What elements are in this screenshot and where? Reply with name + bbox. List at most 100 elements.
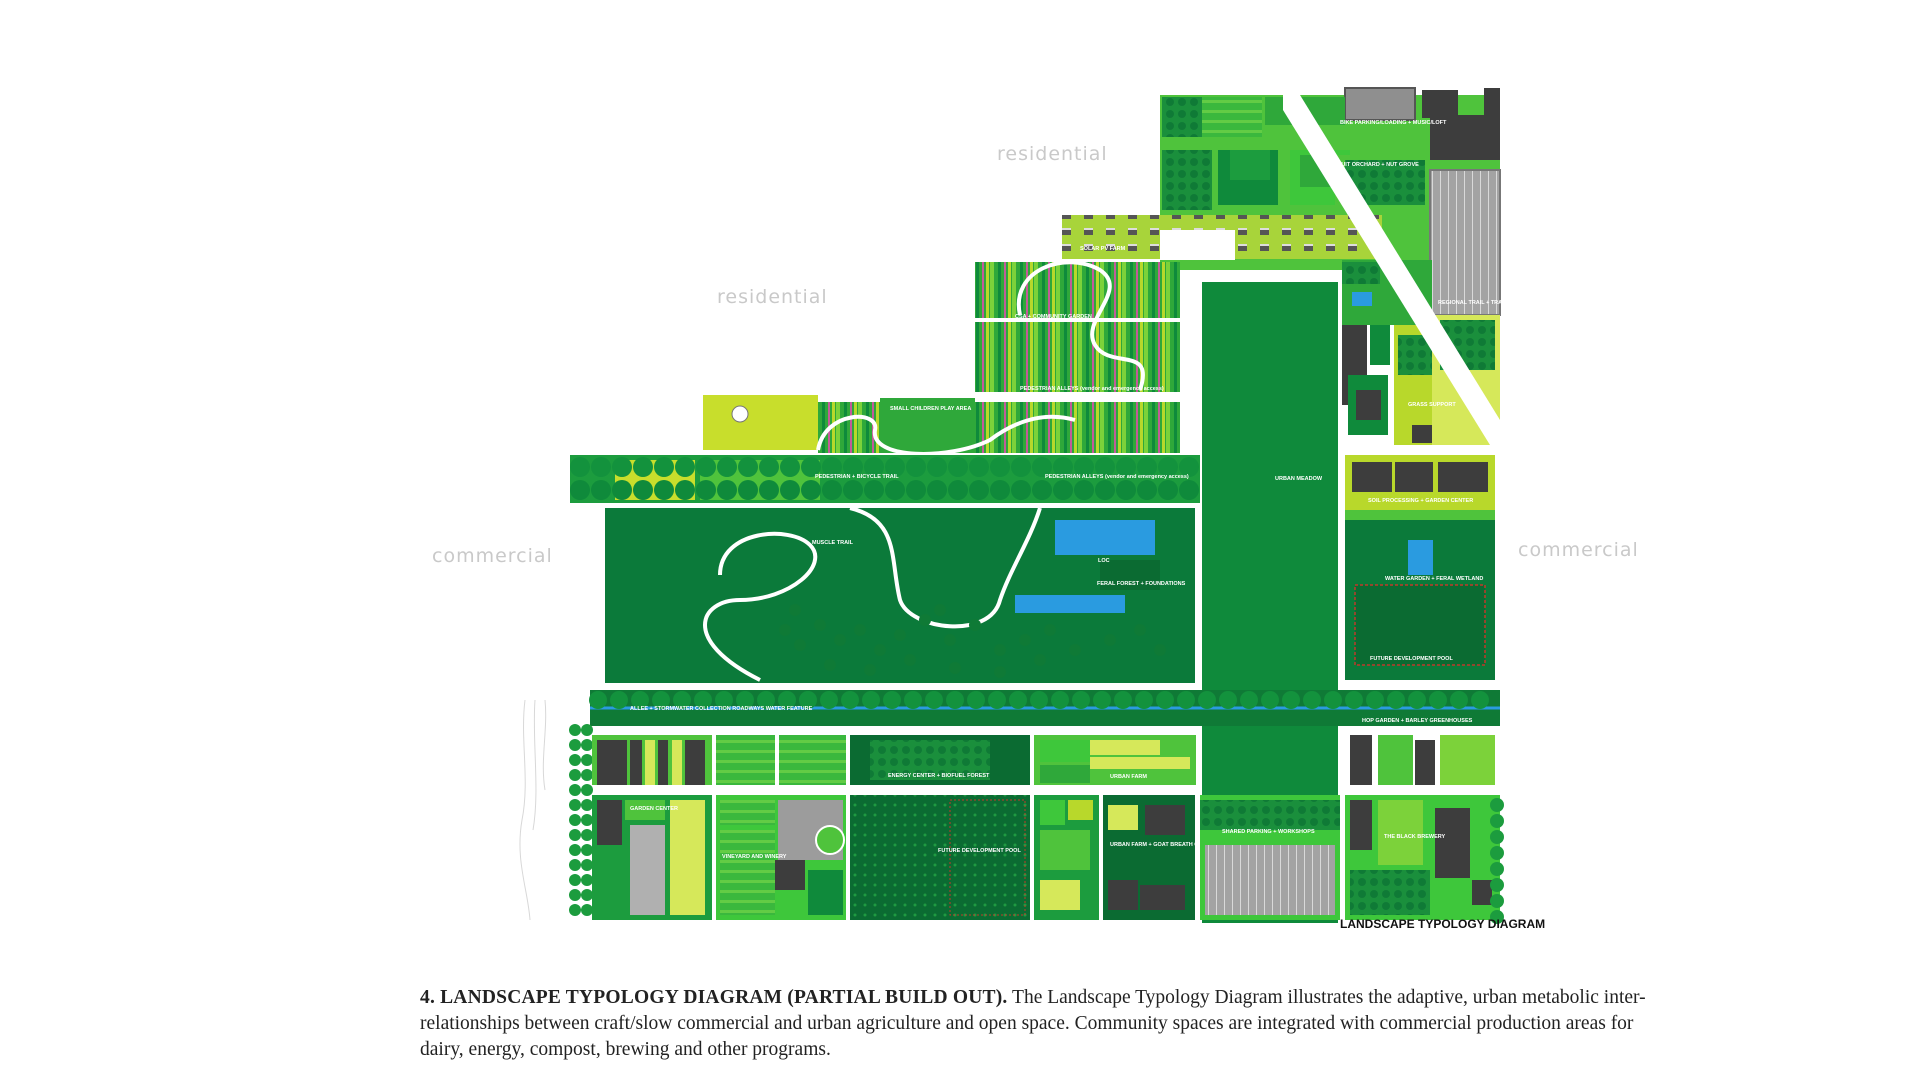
tree-canopy bbox=[1114, 691, 1132, 709]
tree-canopy bbox=[569, 784, 581, 796]
tree-canopy bbox=[581, 814, 593, 826]
tree-canopy bbox=[1490, 830, 1504, 844]
tree-canopy bbox=[874, 644, 886, 656]
tree-canopy bbox=[948, 457, 968, 477]
water-garden: WATER GARDEN + FERAL WETLAND FUTURE DEVE… bbox=[1345, 520, 1495, 680]
tree-canopy bbox=[1198, 691, 1216, 709]
context-label-residential-left: residential bbox=[717, 286, 828, 308]
tree-canopy bbox=[736, 691, 754, 709]
tree-canopy bbox=[1158, 457, 1178, 477]
tree-canopy bbox=[1387, 691, 1405, 709]
zone-label-soil-processing: SOIL PROCESSING + GARDEN CENTER bbox=[1368, 498, 1473, 504]
solar-pv-farm: SOLAR PV FARM bbox=[1062, 215, 1382, 260]
tree-canopy bbox=[1179, 480, 1199, 500]
tree-canopy bbox=[946, 691, 964, 709]
tree-canopy bbox=[569, 739, 581, 751]
tree-canopy bbox=[843, 457, 863, 477]
tree-canopy bbox=[789, 604, 801, 616]
tree-canopy bbox=[569, 859, 581, 871]
tree-canopy bbox=[581, 754, 593, 766]
tree-canopy bbox=[894, 629, 906, 641]
tree-canopy bbox=[801, 457, 821, 477]
tree-canopy bbox=[824, 659, 836, 671]
tree-canopy bbox=[1135, 691, 1153, 709]
tree-canopy bbox=[652, 691, 670, 709]
tree-canopy bbox=[1177, 691, 1195, 709]
tree-canopy bbox=[927, 480, 947, 500]
tree-canopy bbox=[654, 457, 674, 477]
zone-label-urban-farm-goat: URBAN FARM + GOAT BREATH CREAMERY bbox=[1110, 842, 1226, 848]
tree-canopy bbox=[696, 480, 716, 500]
caption-body: The Landscape Typology Diagram illustrat… bbox=[420, 987, 1646, 1060]
zone-label-feral-forest: FERAL FOREST + FOUNDATIONS bbox=[1097, 581, 1186, 587]
tree-canopy bbox=[1032, 480, 1052, 500]
tree-canopy bbox=[1154, 644, 1166, 656]
context-label-commercial-right: commercial bbox=[1518, 539, 1639, 561]
tree-canopy bbox=[1053, 480, 1073, 500]
tree-canopy bbox=[1490, 798, 1504, 812]
tree-canopy bbox=[1034, 654, 1046, 666]
tree-canopy bbox=[1051, 691, 1069, 709]
tree-canopy bbox=[569, 754, 581, 766]
tree-canopy bbox=[694, 691, 712, 709]
tree-canopy bbox=[1324, 691, 1342, 709]
csa-community-garden: CSA + COMMUNITY GARDEN bbox=[975, 260, 1180, 392]
tree-canopy bbox=[612, 480, 632, 500]
zone-label-fruit-orchard: FRUIT ORCHARD + NUT GROVE bbox=[1334, 162, 1419, 168]
tree-canopy bbox=[1069, 644, 1081, 656]
tree-canopy bbox=[948, 480, 968, 500]
tree-canopy bbox=[1179, 457, 1199, 477]
zone-label-pedestrian-alleys-upper: PEDESTRIAN ALLEYS (vendor and emergency … bbox=[1020, 386, 1164, 392]
tree-canopy bbox=[1366, 691, 1384, 709]
right-tree-column bbox=[1490, 798, 1504, 924]
tree-canopy bbox=[862, 691, 880, 709]
tree-canopy bbox=[696, 457, 716, 477]
tree-canopy bbox=[967, 691, 985, 709]
zone-label-future-dev: FUTURE DEVELOPMENT POOL bbox=[938, 848, 1021, 854]
tree-canopy bbox=[988, 691, 1006, 709]
tree-canopy bbox=[969, 480, 989, 500]
context-label-commercial-left: commercial bbox=[432, 545, 553, 567]
tree-canopy bbox=[799, 691, 817, 709]
tree-canopy bbox=[885, 480, 905, 500]
tree-canopy bbox=[1009, 691, 1027, 709]
tree-canopy bbox=[612, 457, 632, 477]
tree-canopy bbox=[569, 724, 581, 736]
tree-canopy bbox=[1032, 457, 1052, 477]
tree-canopy bbox=[581, 859, 593, 871]
tree-canopy bbox=[675, 480, 695, 500]
tree-canopy bbox=[1490, 846, 1504, 860]
left-tree-column bbox=[569, 724, 593, 916]
feral-forest-zone: MUSCLE TRAIL LOC FERAL FOREST + FOUNDATI… bbox=[605, 506, 1195, 683]
tree-canopy bbox=[778, 691, 796, 709]
tree-canopy bbox=[633, 480, 653, 500]
tree-line-upper: PEDESTRIAN + BICYCLE TRAIL PEDESTRIAN AL… bbox=[570, 455, 1200, 503]
tree-canopy bbox=[864, 664, 876, 676]
tree-canopy bbox=[1011, 480, 1031, 500]
tree-canopy bbox=[919, 614, 931, 626]
tree-canopy bbox=[675, 457, 695, 477]
tree-canopy bbox=[1158, 480, 1178, 500]
soil-processing: SOIL PROCESSING + GARDEN CENTER bbox=[1345, 455, 1495, 522]
tree-canopy bbox=[654, 480, 674, 500]
tree-canopy bbox=[822, 480, 842, 500]
tree-canopy bbox=[581, 829, 593, 841]
zone-label-hop-garden: HOP GARDEN + BARLEY GREENHOUSES bbox=[1362, 718, 1473, 724]
tree-canopy bbox=[569, 814, 581, 826]
tree-canopy bbox=[1095, 457, 1115, 477]
zone-label-pedestrian-trail: PEDESTRIAN + BICYCLE TRAIL bbox=[815, 474, 899, 480]
tree-canopy bbox=[569, 829, 581, 841]
tree-canopy bbox=[1345, 691, 1363, 709]
tree-canopy bbox=[927, 457, 947, 477]
tree-canopy bbox=[822, 457, 842, 477]
tree-canopy bbox=[569, 799, 581, 811]
tree-canopy bbox=[570, 480, 590, 500]
tree-canopy bbox=[843, 480, 863, 500]
tree-canopy bbox=[906, 457, 926, 477]
tree-canopy bbox=[759, 457, 779, 477]
tree-canopy bbox=[569, 904, 581, 916]
tree-canopy bbox=[990, 480, 1010, 500]
south-row-2: GARDEN CENTER VINEYARD AND WINERY FUTURE… bbox=[592, 795, 1500, 920]
tree-canopy bbox=[581, 904, 593, 916]
zone-label-pedestrian-alleys-lower: PEDESTRIAN ALLEYS (vendor and emergency … bbox=[1045, 474, 1189, 480]
